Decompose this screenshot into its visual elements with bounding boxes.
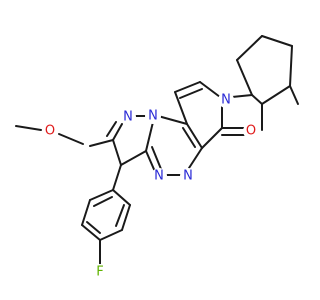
bond-chx6-chx1: [251, 94, 263, 105]
bond-c9-c8: [174, 81, 201, 93]
bond-chx4-chx5: [289, 45, 293, 87]
structure-svg: O N N N N N O F: [15, 35, 299, 280]
bond-o-ch2: [58, 133, 84, 145]
bond-c3a-n4-double: [151, 146, 162, 170]
bond-ph4-ph5-double: [86, 221, 101, 234]
atom-labels: O N N N N N O F: [42, 92, 259, 280]
bond-c3-ph1: [112, 164, 122, 191]
carbonyl-oxygen-atom: O: [243, 123, 259, 139]
bond-ph3-ph4: [99, 229, 123, 241]
bond-ph6-ph1: [89, 189, 114, 201]
triazine-n5-atom: N: [180, 168, 196, 184]
methoxy-oxygen-atom: O: [42, 123, 58, 139]
fluorine-label: F: [96, 265, 103, 280]
bond-c5a-c9a: [186, 123, 203, 149]
bond-c3-c2: [112, 139, 122, 166]
pyridinone-nitrogen-label: N: [221, 93, 231, 108]
pyrazole-n9-label: N: [148, 109, 158, 124]
bond-c9a-c9: [174, 91, 188, 125]
bond-ch2-c2: [89, 139, 114, 147]
triazine-n5-label: N: [183, 169, 193, 184]
bond-n7-chx1: [231, 94, 253, 98]
pyrazole-n1-label: N: [123, 110, 133, 125]
carbonyl-oxygen-label: O: [246, 124, 256, 139]
bond-chx1-chx2: [236, 59, 253, 96]
bond-c2-n1-double: [106, 121, 117, 137]
bond-c8-n7: [199, 81, 221, 98]
molecule-structure-diagram: O N N N N N O F: [15, 35, 299, 280]
pyridinone-nitrogen-atom: N: [218, 92, 234, 108]
bond-ph5-ph6: [81, 199, 91, 226]
bond-c6-c5a: [201, 127, 223, 149]
pyrazole-n9-atom: N: [145, 108, 161, 124]
bond-n5-c5a: [188, 147, 203, 169]
bond-c9-c8-double: [179, 88, 203, 99]
bond-chx5-chx6: [261, 85, 291, 105]
bond-chx3-chx4: [261, 35, 293, 47]
bond-ph1-ph2: [112, 189, 131, 206]
bond-chx5-methyl: [289, 85, 299, 105]
bond-c9a-n9: [157, 115, 188, 125]
triazine-n4-atom: N: [151, 168, 167, 184]
bond-c2-n1: [112, 123, 123, 141]
bond-ph4-ph5: [81, 224, 101, 241]
bond-ph2-ph3: [121, 204, 131, 231]
bond-ph2-ph3-double: [115, 204, 125, 227]
bond-chx2-chx3: [236, 35, 263, 61]
bond-c5a-c9a-double: [182, 127, 196, 148]
fluorine-atom: F: [92, 264, 108, 280]
bond-lines: [15, 35, 299, 265]
bond-c3a-c3: [120, 150, 147, 166]
bond-methyl-o: [15, 125, 42, 131]
pyrazole-n1-atom: N: [120, 109, 136, 125]
triazine-n4-label: N: [154, 169, 164, 184]
bond-n9-c3a: [145, 121, 154, 152]
bond-ph6-ph1-double: [93, 196, 113, 207]
methoxy-oxygen-label: O: [45, 124, 55, 139]
